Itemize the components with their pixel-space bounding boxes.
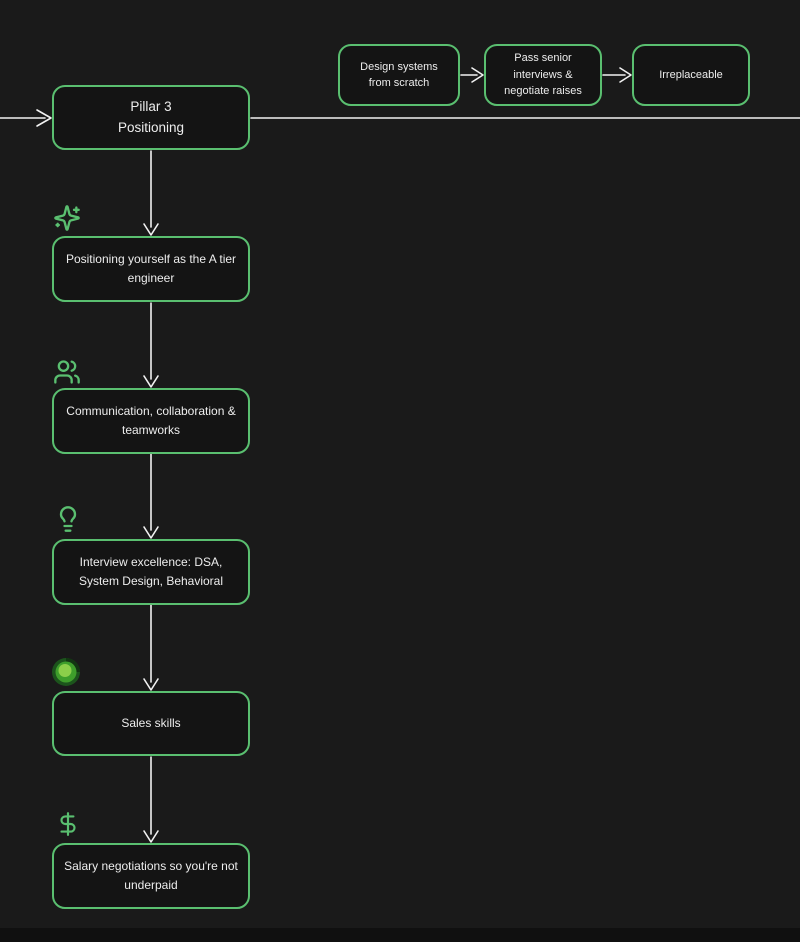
arrowhead-v4	[143, 678, 159, 691]
node-pillar-3: Pillar 3 Positioning	[52, 85, 250, 150]
node-communication: Communication, collaboration & teamworks	[52, 388, 250, 454]
node-label: Sales skills	[121, 715, 181, 730]
arrowhead-top-2	[619, 67, 632, 83]
node-label: Irreplaceable	[659, 68, 723, 81]
bottom-strip	[0, 928, 800, 942]
dollar-icon	[55, 809, 81, 839]
node-label: Design systems from scratch	[360, 60, 438, 90]
node-label: Salary negotiations so you're not underp…	[64, 858, 238, 892]
spiral-icon	[51, 657, 81, 687]
node-positioning-a-tier: Positioning yourself as the A tier engin…	[52, 236, 250, 302]
node-label: Positioning yourself as the A tier engin…	[65, 251, 237, 285]
node-sales-skills: Sales skills	[52, 691, 250, 756]
lightbulb-icon	[54, 505, 82, 533]
node-label: Communication, collaboration & teamworks	[66, 403, 236, 437]
node-interview-excellence: Interview excellence: DSA, System Design…	[52, 539, 250, 605]
arrowhead-v2	[143, 375, 159, 388]
node-design-systems: Design systems from scratch	[338, 44, 460, 106]
node-irreplaceable: Irreplaceable	[632, 44, 750, 106]
arrowhead-top-1	[471, 67, 484, 83]
node-salary-negotiations: Salary negotiations so you're not underp…	[52, 843, 250, 909]
node-label: Interview excellence: DSA, System Design…	[78, 554, 224, 588]
arrowhead-v3	[143, 526, 159, 539]
node-label: Pass senior interviews & negotiate raise…	[504, 52, 582, 98]
node-label: Pillar 3 Positioning	[117, 98, 185, 135]
arrowhead-v5	[143, 830, 159, 843]
arrowhead-v1	[143, 223, 159, 236]
arrowhead-left-in	[36, 109, 52, 127]
sparkles-icon	[53, 204, 81, 232]
node-pass-senior-interviews: Pass senior interviews & negotiate raise…	[484, 44, 602, 106]
users-icon	[53, 358, 81, 386]
